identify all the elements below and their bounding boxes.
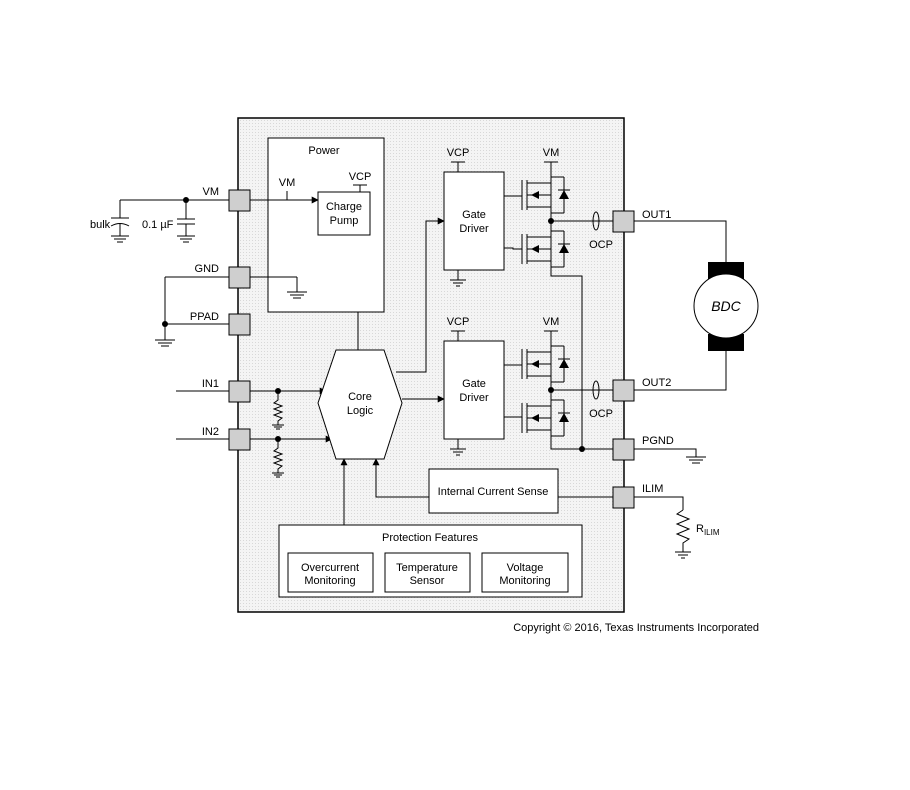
ocp-2-label: OCP bbox=[589, 408, 613, 420]
temperature-line1: Temperature bbox=[396, 562, 458, 574]
power-title: Power bbox=[308, 145, 340, 157]
ocp-sense-2 bbox=[592, 380, 600, 400]
overcurrent-monitoring-block bbox=[287, 552, 374, 593]
ceramic-capacitor bbox=[177, 218, 195, 243]
voltage-line1: Voltage bbox=[507, 562, 544, 574]
ground-symbol-pgnd bbox=[686, 456, 706, 464]
cap-value-label: 0.1 µF bbox=[142, 219, 174, 231]
pin-ilim-label: ILIM bbox=[642, 483, 663, 495]
bulk-capacitor bbox=[110, 217, 130, 243]
pin-out2-label: OUT2 bbox=[642, 377, 671, 389]
pin-out1-label: OUT1 bbox=[642, 209, 671, 221]
pin-in2-label: IN2 bbox=[202, 426, 219, 438]
internal-current-sense-label: Internal Current Sense bbox=[438, 486, 549, 498]
charge-pump-line1: Charge bbox=[326, 201, 362, 213]
gate-driver-1-line1: Gate bbox=[462, 209, 486, 221]
ground-symbol-ilim bbox=[675, 551, 691, 559]
power-vm-label: VM bbox=[279, 177, 296, 189]
h-bridge-1: VM bbox=[504, 147, 583, 449]
core-logic-line2: Logic bbox=[347, 405, 374, 417]
ground-symbol-gd2 bbox=[450, 448, 466, 456]
ground-symbol-in2 bbox=[272, 472, 284, 478]
ground-symbol-power bbox=[287, 291, 307, 299]
pulldown-resistor-in1 bbox=[272, 391, 284, 425]
internal-current-sense-block bbox=[428, 468, 559, 514]
protection-features-title: Protection Features bbox=[382, 532, 478, 544]
pulldown-resistor-in2 bbox=[272, 439, 284, 473]
gate-driver-2 bbox=[443, 340, 505, 440]
ocp-1-label: OCP bbox=[589, 239, 613, 251]
overcurrent-line2: Monitoring bbox=[304, 575, 355, 587]
ground-symbol-ppad bbox=[155, 339, 175, 347]
voltage-line2: Monitoring bbox=[499, 575, 550, 587]
pin-in1-label: IN1 bbox=[202, 378, 219, 390]
gate-driver-2-line2: Driver bbox=[459, 392, 489, 404]
gate-driver-1 bbox=[443, 171, 505, 271]
pin-gnd-label: GND bbox=[195, 263, 220, 275]
pin-out1 bbox=[612, 210, 635, 233]
gate-driver-2-vcp: VCP bbox=[447, 316, 470, 328]
pin-out2 bbox=[612, 379, 635, 402]
ilim-resistor bbox=[675, 509, 691, 552]
overcurrent-line1: Overcurrent bbox=[301, 562, 359, 574]
pin-in2 bbox=[228, 428, 251, 451]
ground-symbol-in1 bbox=[272, 424, 284, 430]
gate-driver-1-vcp: VCP bbox=[447, 147, 470, 159]
pin-pgnd bbox=[612, 438, 635, 461]
pin-pgnd-label: PGND bbox=[642, 435, 674, 447]
core-logic-line1: Core bbox=[348, 391, 372, 403]
pin-ppad-label: PPAD bbox=[190, 311, 219, 323]
pin-in1 bbox=[228, 380, 251, 403]
power-vcp-label: VCP bbox=[349, 171, 372, 183]
motor-label: BDC bbox=[711, 298, 741, 314]
charge-pump-block bbox=[317, 191, 371, 236]
pin-vm bbox=[228, 189, 251, 212]
power-block: Power VM VCP Charge Pump bbox=[267, 137, 385, 313]
rilim-label: RILIM bbox=[696, 523, 720, 537]
temperature-line2: Sensor bbox=[410, 575, 445, 587]
bulk-label: bulk bbox=[90, 219, 111, 231]
charge-pump-line2: Pump bbox=[330, 215, 359, 227]
bdc-motor bbox=[693, 262, 759, 351]
hb1-vm-label: VM bbox=[543, 147, 560, 159]
temperature-sensor-block bbox=[384, 552, 471, 593]
core-logic-block bbox=[317, 349, 403, 460]
pin-ppad bbox=[228, 313, 251, 336]
ocp-sense-1 bbox=[592, 211, 600, 231]
gate-driver-2-line1: Gate bbox=[462, 378, 486, 390]
copyright-text: Copyright © 2016, Texas Instruments Inco… bbox=[513, 622, 759, 634]
h-bridge-2: VM bbox=[504, 316, 613, 452]
ground-symbol-gd1 bbox=[450, 279, 466, 287]
voltage-monitoring-block bbox=[481, 552, 569, 593]
pin-ilim bbox=[612, 486, 635, 509]
hb2-vm-label: VM bbox=[543, 316, 560, 328]
pin-gnd bbox=[228, 266, 251, 289]
gate-driver-1-line2: Driver bbox=[459, 223, 489, 235]
pin-vm-label: VM bbox=[203, 186, 220, 198]
